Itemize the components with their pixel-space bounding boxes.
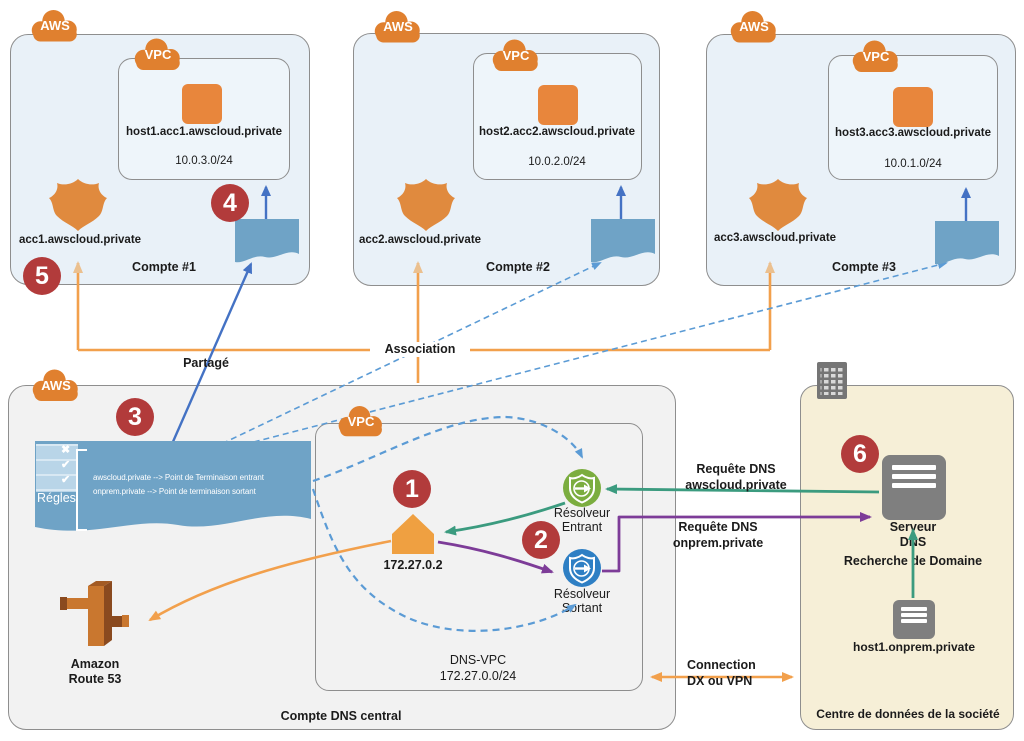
step-1-badge: 1: [393, 470, 431, 508]
rule-accept2-icon: ✔: [61, 474, 71, 486]
step-6-badge: 6: [841, 435, 879, 473]
account1-instance-icon: [182, 84, 222, 124]
step-4-badge: 4: [211, 184, 249, 222]
account2-name-label: Compte #2: [486, 260, 550, 274]
rule-line-2: onprem.private --> Point de terminaison …: [93, 487, 256, 496]
account3-vpc-cloud-icon: VPC: [849, 39, 903, 72]
account1-zone-label: acc1.awscloud.private: [18, 234, 142, 246]
onprem-host-icon: [893, 600, 935, 639]
step-3-badge: 3: [116, 398, 154, 436]
account2-resolver-rule-icon: [589, 218, 657, 268]
dns-server-icon: [882, 455, 946, 520]
shared-label: Partagé: [183, 356, 229, 370]
domain-lookup-label: Recherche de Domaine: [843, 554, 983, 568]
account2-hosted-zone-icon: [395, 177, 457, 233]
resolver-rules-icon: ✖ ✔ ✔ Régles awscloud.private --> Point …: [33, 437, 313, 539]
route53-label: Amazon Route 53: [68, 657, 122, 686]
rules-doc-shape: [35, 441, 311, 531]
account3-aws-cloud-icon: AWS: [727, 9, 781, 43]
account2-aws-cloud-icon: AWS: [371, 9, 425, 43]
account3-host-label: host3.acc3.awscloud.private: [835, 127, 991, 139]
inbound-resolver-icon: [562, 468, 602, 508]
account1-hosted-zone-icon: [47, 177, 109, 233]
account3-zone-label: acc3.awscloud.private: [713, 232, 837, 244]
outbound-resolver-label: Résolveur Sortant: [553, 587, 611, 615]
corporate-building-icon: [817, 362, 847, 399]
vpc-dns-ip-label: 172.27.0.2: [383, 558, 443, 572]
account3-name-label: Compte #3: [832, 260, 896, 274]
dns-server-label: Serveur DNS: [889, 520, 937, 549]
dx-vpn-label: Connection DX ou VPN: [687, 658, 756, 688]
query-awscloud-label: Requête DNS awscloud.private: [685, 462, 787, 492]
rules-bracket: [76, 449, 87, 531]
vpc-dns-host-icon: [391, 513, 435, 555]
account1-vpc-cloud-icon: VPC: [131, 37, 185, 70]
account1-aws-cloud-icon: AWS: [28, 8, 82, 42]
account1-resolver-rule-icon: [233, 218, 301, 268]
central-account-name-label: Compte DNS central: [280, 709, 402, 723]
rule-reject-icon: ✖: [61, 444, 71, 456]
central-vpc-cloud-icon: VPC: [335, 404, 387, 437]
account3-cidr-label: 10.0.1.0/24: [884, 158, 942, 170]
account1-cidr-label: 10.0.3.0/24: [175, 155, 233, 167]
rule-line-1: awscloud.private --> Point de Terminaiso…: [93, 473, 264, 482]
account3-resolver-rule-icon: [933, 220, 1001, 270]
datacenter-name-label: Centre de données de la société: [816, 707, 1000, 721]
dns-vpc-name-label: DNS-VPC: [449, 653, 507, 667]
onprem-host-label: host1.onprem.private: [852, 640, 976, 654]
account1-host-label: host1.acc1.awscloud.private: [126, 126, 282, 138]
outbound-resolver-icon: [562, 548, 602, 588]
central-aws-cloud-icon: AWS: [29, 367, 83, 402]
dns-vpc-cidr-label: 172.27.0.0/24: [439, 669, 517, 683]
account2-instance-icon: [538, 85, 578, 125]
rules-list-icon: [36, 444, 78, 492]
account1-name-label: Compte #1: [132, 260, 196, 274]
association-label: Association: [370, 342, 470, 357]
route53-icon: [58, 576, 130, 660]
step-2-badge: 2: [522, 521, 560, 559]
rules-title: Régles: [37, 491, 76, 505]
account2-vpc-cloud-icon: VPC: [489, 38, 543, 71]
account2-host-label: host2.acc2.awscloud.private: [479, 126, 635, 138]
query-onprem-label: Requête DNS onprem.private: [672, 520, 764, 550]
step-5-badge: 5: [23, 257, 61, 295]
account3-hosted-zone-icon: [747, 177, 809, 233]
account2-zone-label: acc2.awscloud.private: [358, 234, 482, 246]
account2-cidr-label: 10.0.2.0/24: [528, 156, 586, 168]
rule-accept-icon: ✔: [61, 459, 71, 471]
account3-instance-icon: [893, 87, 933, 127]
